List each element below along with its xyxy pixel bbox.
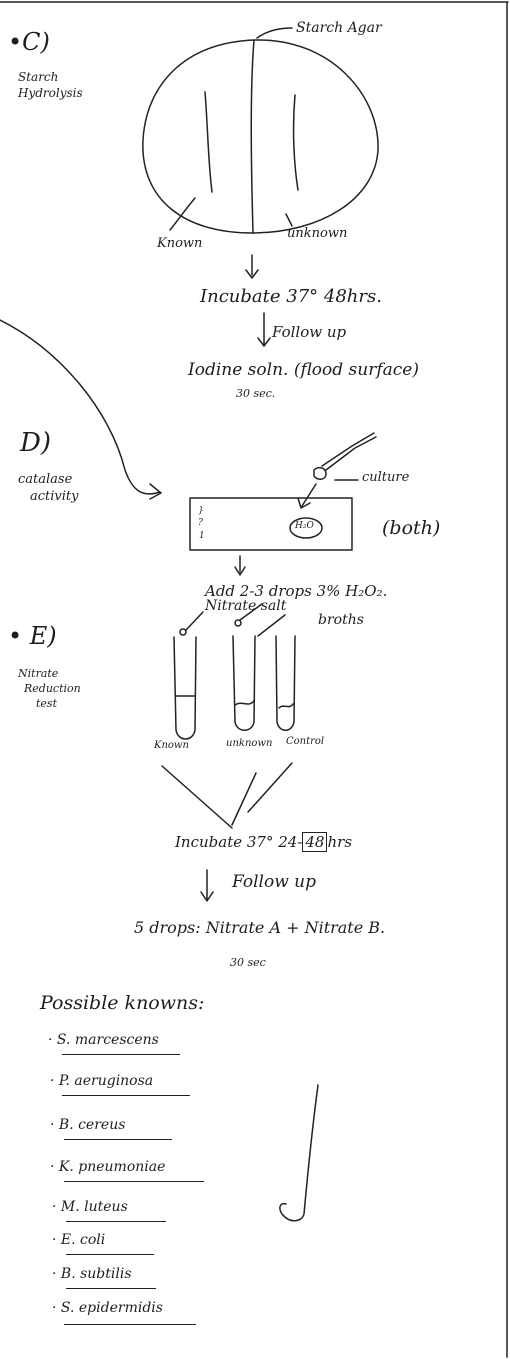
incubate-e-unit: hrs xyxy=(327,833,353,851)
slide-mark-1: } xyxy=(198,506,204,516)
tube-label-unknown: unknown xyxy=(226,738,273,749)
converge-mid xyxy=(231,772,257,826)
iodine-step: Iodine soln. (flood surface) xyxy=(188,360,420,380)
add-peroxide-step: Add 2-3 drops 3% H₂O₂. xyxy=(205,582,388,600)
section-c-note-line-1: Starch xyxy=(18,70,59,84)
salt-pointer-2 xyxy=(239,603,263,621)
unknown-pointer xyxy=(285,213,293,227)
tube-label-known: Known xyxy=(154,740,189,751)
known-item-underline xyxy=(66,1288,156,1289)
known-pointer xyxy=(169,197,196,231)
tube-known xyxy=(173,636,197,740)
known-item-name: B. subtilis xyxy=(60,1266,132,1282)
slide-arrow xyxy=(297,483,317,509)
known-item-underline xyxy=(66,1221,166,1222)
known-item: · B. subtilis xyxy=(52,1266,132,1282)
section-d-note-line-1: catalase xyxy=(18,472,73,487)
nitrate-salt-label: Nitrate salt xyxy=(205,598,287,614)
follow-up-c: Follow up xyxy=(272,323,347,341)
known-item-underline xyxy=(62,1095,190,1096)
slide-mark-2: ? xyxy=(198,518,203,528)
section-e-note-line-2: Reduction xyxy=(24,682,81,695)
known-label: Known xyxy=(157,236,203,251)
known-item: · S. marcescens xyxy=(48,1032,159,1048)
h2o-label: H₂O xyxy=(295,521,314,531)
salt-dot-1 xyxy=(179,628,187,636)
known-item-name: M. luteus xyxy=(60,1199,128,1215)
follow-up-arrow-e xyxy=(200,869,214,902)
known-item: · S. epidermidis xyxy=(52,1300,163,1316)
tube-unknown-fluid xyxy=(234,700,255,706)
known-item-underline xyxy=(64,1139,172,1140)
broth-pointer xyxy=(257,614,286,637)
converge-left xyxy=(161,765,233,829)
known-item: · K. pneumoniae xyxy=(50,1159,166,1175)
incubate-e-boxed-hours: 48 xyxy=(302,832,328,852)
plate-divider-line xyxy=(250,39,255,234)
incubate-arrow xyxy=(245,254,259,279)
converge-right xyxy=(247,762,293,813)
known-item-underline xyxy=(66,1254,154,1255)
known-item-name: K. pneumoniae xyxy=(58,1159,166,1175)
known-item-underline xyxy=(64,1324,196,1325)
incubate-c: Incubate 37° 48hrs. xyxy=(200,286,382,307)
known-item-name: S. marcescens xyxy=(56,1032,159,1048)
plate-label-pointer xyxy=(256,27,293,39)
section-c-note-line-2: Hydrolysis xyxy=(18,86,83,100)
loop-handle xyxy=(321,432,377,471)
long-curve-arrow xyxy=(0,319,162,500)
salt-pointer-1 xyxy=(185,611,204,631)
salt-dot-2 xyxy=(234,619,242,627)
known-item-name: B. cereus xyxy=(58,1117,126,1133)
known-item-name: S. epidermidis xyxy=(60,1300,163,1316)
section-c-label: •C) xyxy=(8,28,50,56)
section-d-label: D) xyxy=(20,428,51,458)
check-mark xyxy=(279,1084,319,1222)
tube-control-fluid xyxy=(278,703,294,709)
unknown-label: unknown xyxy=(287,226,348,241)
catalase-slide xyxy=(189,497,353,551)
follow-up-e: Follow up xyxy=(232,872,316,892)
unknown-streak xyxy=(292,94,299,191)
h2o-drop-circle xyxy=(289,517,323,539)
follow-up-arrow xyxy=(257,312,271,347)
known-item-name: E. coli xyxy=(60,1232,106,1248)
known-item: · M. luteus xyxy=(52,1199,128,1215)
starch-agar-plate xyxy=(142,39,379,234)
knowns-title: Possible knowns: xyxy=(40,992,205,1014)
known-streak xyxy=(204,91,213,193)
nitrate-time: 30 sec xyxy=(230,956,266,969)
section-e-note-line-1: Nitrate xyxy=(18,667,59,680)
culture-label: culture xyxy=(362,470,410,485)
section-d-note-line-2: activity xyxy=(30,489,79,504)
add-arrow xyxy=(234,555,246,576)
both-label: (both) xyxy=(382,517,441,539)
iodine-time: 30 sec. xyxy=(236,387,276,400)
broths-label: broths xyxy=(318,612,364,628)
known-item-name: P. aeruginosa xyxy=(58,1073,154,1089)
section-e-note-line-3: test xyxy=(36,697,57,710)
tube-control xyxy=(275,635,296,731)
tube-label-control: Control xyxy=(286,736,325,747)
incubate-e-text: Incubate 37° 24- xyxy=(175,833,303,851)
slide-mark-3: 1 xyxy=(199,531,205,541)
known-item: · P. aeruginosa xyxy=(50,1073,154,1089)
nitrate-drops-step: 5 drops: Nitrate A + Nitrate B. xyxy=(134,918,386,937)
section-e-label: • E) xyxy=(8,622,57,650)
known-item-underline xyxy=(64,1181,204,1182)
known-item: · E. coli xyxy=(52,1232,106,1248)
tube-unknown xyxy=(232,635,256,731)
known-item-underline xyxy=(62,1054,180,1055)
known-item: · B. cereus xyxy=(50,1117,126,1133)
starch-agar-label: Starch Agar xyxy=(296,20,382,36)
culture-loop xyxy=(313,466,327,480)
